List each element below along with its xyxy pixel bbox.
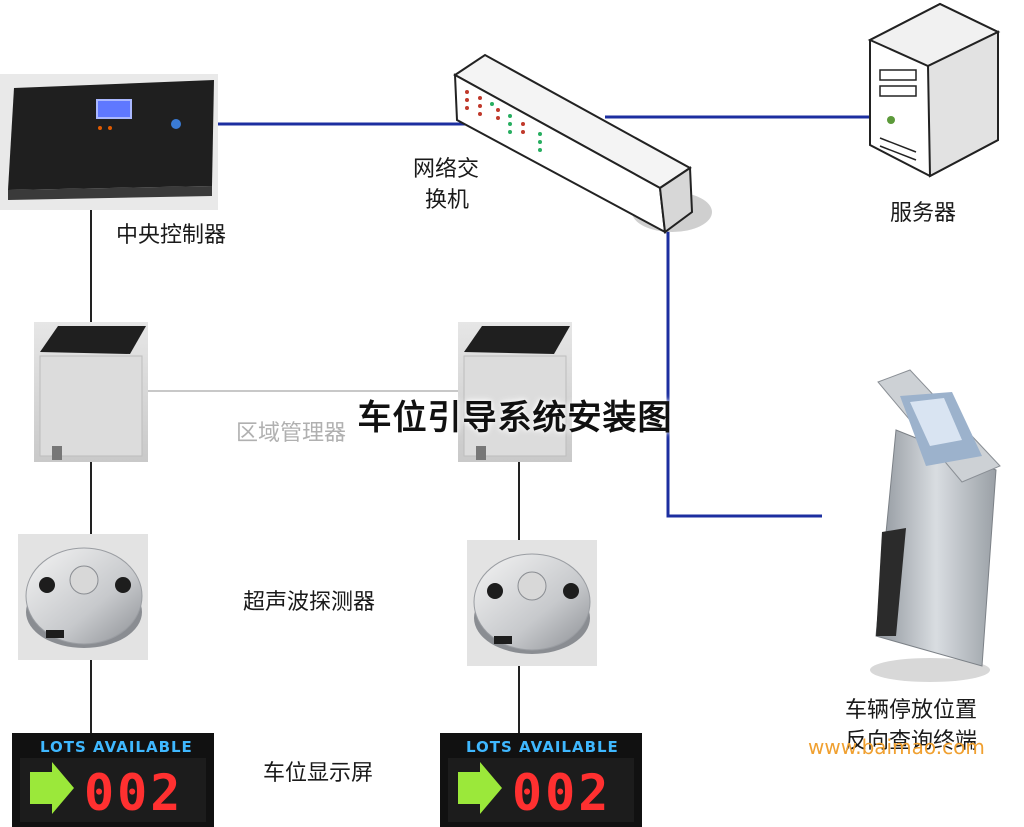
sign-header: LOTS AVAILABLE [40,738,193,756]
sign-arrow-icon [458,762,502,814]
network-switch-device [453,53,712,234]
ultrasonic-detector-device-2 [467,540,597,666]
zone-manager-label: 区域管理器 [236,421,347,446]
server-device [867,2,1001,178]
ultrasonic-detector-label: 超声波探测器 [243,590,376,615]
led-display-sign-2: LOTS AVAILABLE 002 [440,733,642,827]
kiosk-label-line2: 反向查询终端 [845,729,978,754]
sign-count: 002 [84,764,183,822]
zone-manager-device-1 [34,322,148,462]
overlay-title: 车位引导系统安装图 [357,398,673,438]
kiosk-label-line1: 车辆停放位置 [845,698,978,723]
central-controller-device [0,74,218,210]
network-switch-label-line1: 网络交 [413,157,480,182]
sign-arrow-icon [30,762,74,814]
network-switch-label-line2: 换机 [425,188,470,213]
central-controller-label: 中央控制器 [116,223,227,248]
network-links [218,115,872,518]
bus-links [90,206,520,735]
query-kiosk-device [870,369,1001,682]
watermark: www.baimao.com [808,735,985,759]
sign-header: LOTS AVAILABLE [466,738,619,756]
zone-manager-device-2 [458,322,572,462]
switch-kiosk-link [666,230,822,518]
ultrasonic-detector-device-1 [18,534,148,660]
sign-count: 002 [512,764,611,822]
server-label: 服务器 [890,201,957,226]
led-display-sign-1: LOTS AVAILABLE 002 [12,733,214,827]
space-display-label: 车位显示屏 [263,761,374,786]
